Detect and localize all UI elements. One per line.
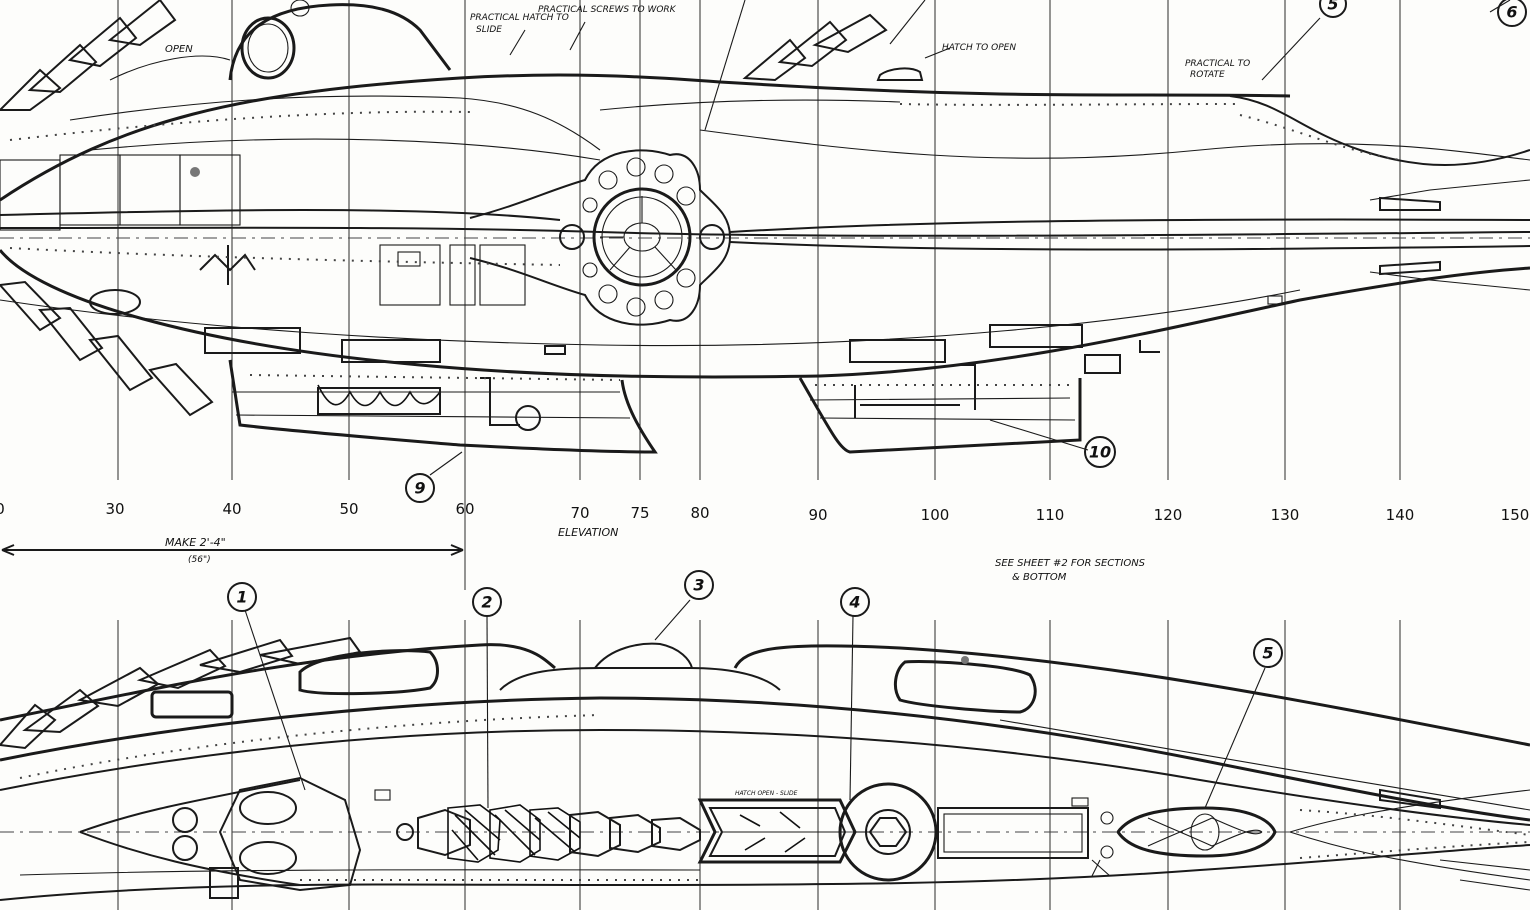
plan-interior [79,776,1530,899]
leader-lines [429,0,1511,476]
svg-text:2: 2 [481,593,492,612]
note-rotate: ROTATE [1190,70,1225,80]
plan-spine-fins [0,636,362,750]
tick-30: 30 [105,500,124,518]
note-hatch-to-open: HATCH TO OPEN [942,43,1016,53]
tick-60: 60 [455,500,474,518]
note-practical-screws: PRACTICAL SCREWS TO WORK [538,5,677,15]
svg-text:5: 5 [1262,644,1273,663]
plan-view: HATCH OPEN - SLIDE 1 2 3 4 5 [0,570,1530,901]
callout-6: 6 [1497,0,1527,27]
svg-text:9: 9 [414,479,425,498]
tick-150: 150 [1501,506,1530,524]
callout-9: 9 [405,473,435,503]
svg-text:3: 3 [693,576,704,595]
note-slide: SLIDE [476,25,502,35]
callout-10: 10 [1084,436,1116,468]
dimension-note-line2: (56") [188,555,211,565]
tick-20-partial: 0 [0,500,5,518]
rivet-rows [9,103,1401,386]
callout-3: 3 [684,570,714,600]
keel-ballast-sections [228,340,1160,454]
stern-rudder [1369,179,1530,291]
tick-90: 90 [808,506,827,524]
tick-50: 50 [339,500,358,518]
tick-100: 100 [921,506,950,524]
svg-text:1: 1 [236,588,247,607]
elevation-view: PRACTICAL HATCH TO SLIDE PRACTICAL SCREW… [0,0,1530,503]
callout-5-upper: 5 [1319,0,1347,18]
view-title-elevation: ELEVATION [558,526,618,539]
station-scale: 0 30 40 50 60 70 75 80 90 100 110 120 13… [0,500,1529,583]
tick-75: 75 [630,504,649,522]
note-practical-to: PRACTICAL TO [1185,59,1250,69]
callout-2: 2 [472,587,502,617]
svg-text:4: 4 [848,593,860,612]
dimension-note-line1: MAKE 2'-4" [165,536,226,549]
upper-spine-fins [0,0,888,111]
tick-120: 120 [1154,506,1183,524]
svg-text:10: 10 [1089,443,1111,462]
hull-panels [0,154,1283,363]
tick-70: 70 [570,504,589,522]
svg-text:6: 6 [1506,3,1517,22]
note-practical-hatch: PRACTICAL HATCH TO [470,13,569,23]
callout-1: 1 [227,582,257,612]
lower-spine-fins [0,280,214,417]
sheet-note-line1: SEE SHEET #2 FOR SECTIONS [995,558,1146,569]
callout-5-lower: 5 [1253,638,1283,668]
tick-80: 80 [690,504,709,522]
svg-text:5: 5 [1327,0,1338,14]
station-grid-lines [117,0,1401,910]
note-deck-hatch: HATCH OPEN - SLIDE [735,790,798,797]
tick-130: 130 [1271,506,1300,524]
tick-40: 40 [222,500,241,518]
sheet-note-line2: & BOTTOM [1012,572,1067,583]
tick-140: 140 [1386,506,1415,524]
callout-4: 4 [840,587,870,617]
salon-porthole-cluster [469,149,732,326]
note-open: OPEN [165,44,193,55]
tick-110: 110 [1036,506,1065,524]
